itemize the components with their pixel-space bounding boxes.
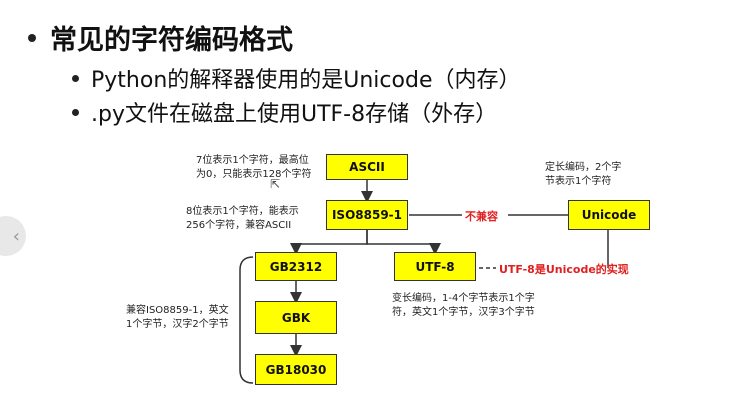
note-iso-line-1: 8位表示1个字符，能表示: [186, 206, 299, 217]
arrow-iso-utf8: [366, 230, 441, 255]
box-ascii: ASCII: [326, 154, 408, 180]
note-ascii: 7位表示1个字符，最高位 为0，只能表示128个字符: [196, 154, 311, 182]
box-gb18030: GB18030: [255, 354, 337, 385]
bullet-sub-1: Python的解释器使用的是Unicode（内存）: [72, 62, 520, 94]
box-iso8859-1: ISO8859-1: [326, 200, 408, 230]
note-utf8: 变长编码，1-4个字节表示1个字 符，英文1个字节，汉字3个字节: [392, 292, 535, 320]
bullet-main: 常见的字符编码格式: [28, 18, 293, 57]
label-utf8-implementation: UTF-8是Unicode的实现: [499, 263, 629, 276]
box-utf8: UTF-8: [394, 252, 476, 281]
note-gbk-line-1: 兼容ISO8859-1，英文: [126, 305, 229, 316]
note-gbk-line-2: 1个字节，汉字2个字节: [126, 319, 229, 330]
box-gbk: GBK: [255, 301, 337, 334]
gb-family-bracket: [239, 256, 254, 384]
bullet-dot: [72, 108, 79, 116]
note-iso-line-2: 256个字符，兼容ASCII: [186, 220, 292, 231]
label-incompatible: 不兼容: [465, 210, 498, 223]
bullet-dot: [28, 33, 36, 42]
note-ascii-line-1: 7位表示1个字符，最高位: [196, 155, 309, 166]
note-unicode: 定长编码，2个字 节表示1个字符: [545, 161, 621, 189]
bullet-sub-2-text: .py文件在磁盘上使用UTF-8存储（外存）: [91, 102, 498, 127]
note-utf8-line-2: 符，英文1个字节，汉字3个字节: [392, 307, 535, 318]
bullet-main-text: 常见的字符编码格式: [50, 25, 293, 56]
box-gb2312: GB2312: [255, 252, 337, 281]
note-gbk: 兼容ISO8859-1，英文 1个字节，汉字2个字节: [126, 304, 229, 332]
mouse-cursor-icon: ⇱: [270, 177, 281, 191]
box-unicode: Unicode: [568, 200, 650, 230]
note-unicode-line-1: 定长编码，2个字: [545, 162, 622, 173]
bullet-sub-1-text: Python的解释器使用的是Unicode（内存）: [91, 68, 521, 93]
bullet-sub-2: .py文件在磁盘上使用UTF-8存储（外存）: [72, 96, 497, 128]
previous-slide-button[interactable]: ‹: [0, 216, 26, 256]
chevron-left-icon: ‹: [12, 225, 20, 247]
note-utf8-line-1: 变长编码，1-4个字节表示1个字: [392, 293, 535, 304]
note-ascii-line-2: 为0，只能表示128个字符: [196, 169, 312, 180]
arrow-iso-gb2312: [290, 230, 368, 255]
note-iso: 8位表示1个字符，能表示 256个字符，兼容ASCII: [186, 205, 299, 233]
bullet-dot: [72, 74, 79, 82]
note-unicode-line-2: 节表示1个字符: [545, 176, 612, 187]
